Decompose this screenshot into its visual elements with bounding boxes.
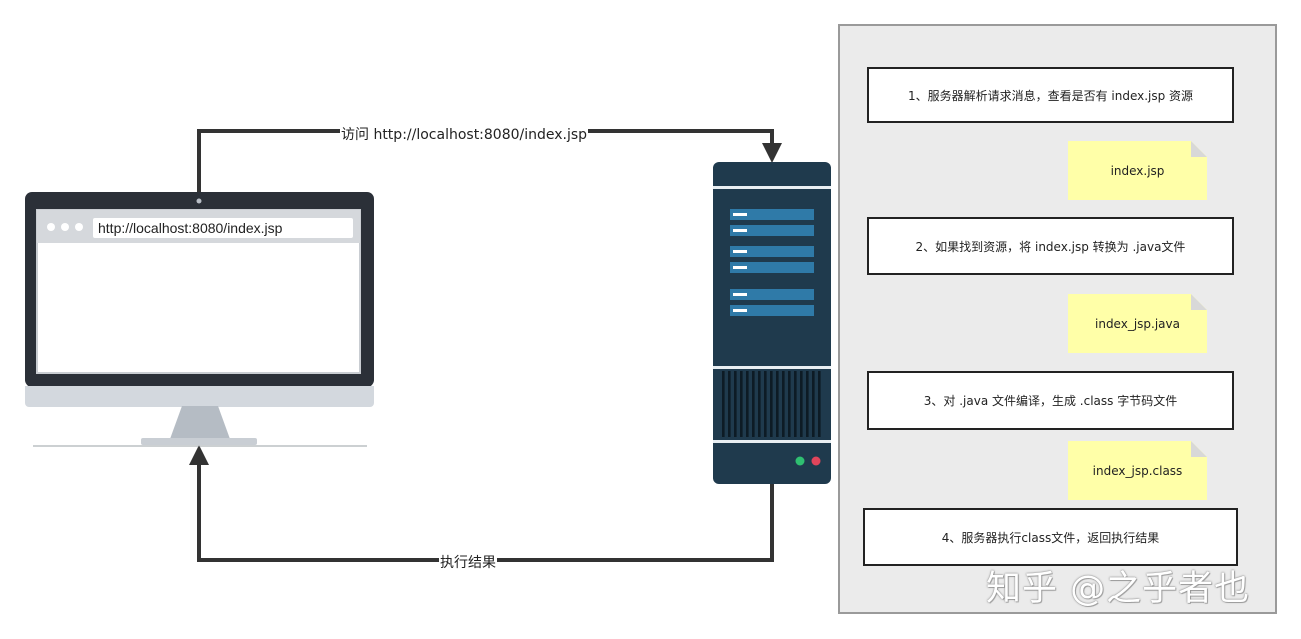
note-label: index.jsp [1110, 163, 1165, 178]
monitor-base [141, 438, 257, 445]
status-led-green-icon [795, 456, 805, 466]
server-icon [713, 162, 831, 484]
note-index-jsp-java: index_jsp.java [1068, 294, 1207, 353]
monitor-stand [170, 406, 230, 439]
request-label: 访问 http://localhost:8080/index.jsp [340, 126, 589, 144]
response-connector [197, 462, 774, 562]
status-led-red-icon [811, 456, 821, 466]
watermark: 知乎 @之乎者也 [986, 569, 1251, 609]
note-index-jsp-class: index_jsp.class [1068, 441, 1207, 500]
step-4-box: 4、服务器执行class文件，返回执行结果 [863, 508, 1238, 566]
step-3-box: 3、对 .java 文件编译，生成 .class 字节码文件 [867, 371, 1234, 430]
request-arrowhead [762, 143, 782, 163]
browser-address-bar[interactable]: http://localhost:8080/index.jsp [93, 218, 353, 238]
drive-bays [730, 209, 814, 316]
step-2-box: 2、如果找到资源，将 index.jsp 转换为 .java文件 [867, 217, 1234, 275]
window-dot-icon [61, 223, 69, 231]
window-dot-icon [47, 223, 55, 231]
response-label: 执行结果 [439, 554, 497, 572]
note-label: index_jsp.java [1095, 316, 1180, 331]
server-vent [722, 371, 821, 437]
note-label: index_jsp.class [1092, 463, 1183, 478]
window-dot-icon [75, 223, 83, 231]
response-arrowhead [189, 445, 209, 465]
step-1-box: 1、服务器解析请求消息，查看是否有 index.jsp 资源 [867, 67, 1234, 123]
webcam-icon [196, 198, 202, 204]
note-index-jsp: index.jsp [1068, 141, 1207, 200]
